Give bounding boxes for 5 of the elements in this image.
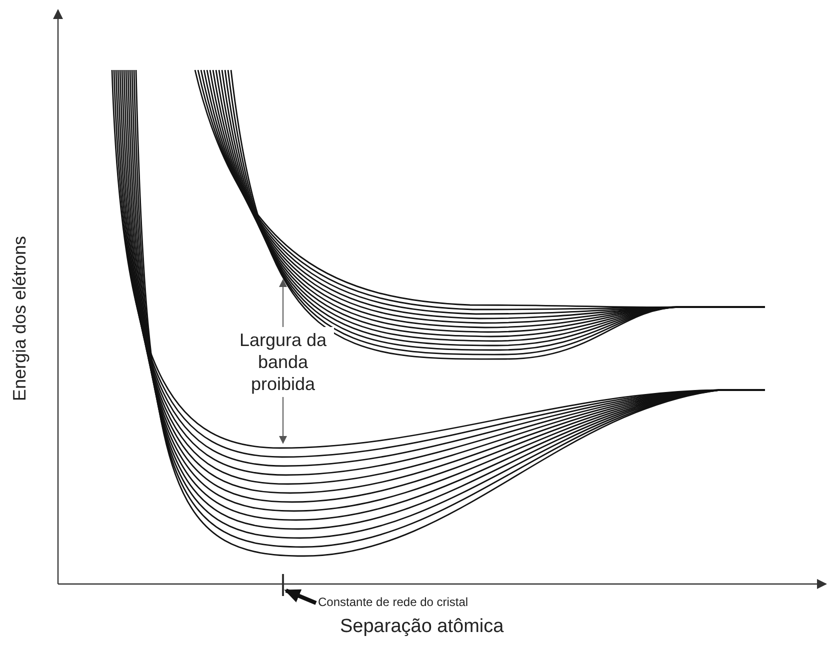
tick-mark [282,574,284,596]
leader-line [284,588,317,605]
axis-title: Energia dos elétrons [10,234,30,404]
annotation-text: Constante de rede do cristal [318,595,468,609]
axis-title: Separação atômica [340,616,504,638]
